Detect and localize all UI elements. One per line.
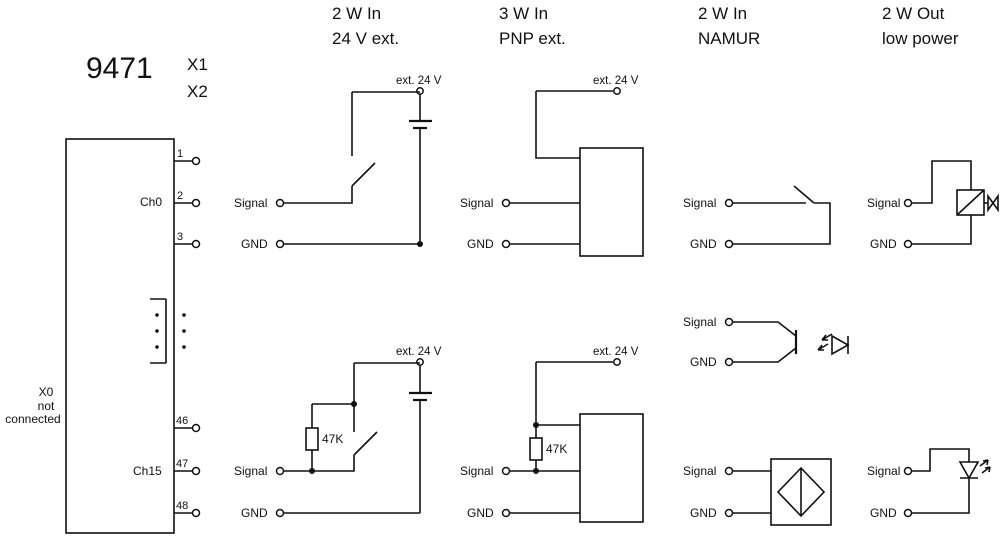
header-pnp-ext-line2: PNP ext. bbox=[499, 29, 566, 48]
svg-text:ext. 24 V: ext. 24 V bbox=[593, 346, 639, 358]
led-icon bbox=[958, 459, 991, 480]
svg-text:GND: GND bbox=[690, 506, 717, 520]
svg-text:46: 46 bbox=[176, 415, 188, 427]
svg-text:Signal: Signal bbox=[683, 315, 716, 329]
valve-icon bbox=[984, 193, 999, 213]
circuit-pnp-ext-bottom: ext. 24 V 47K Signal GND bbox=[460, 346, 644, 523]
pin-48: 48 bbox=[174, 500, 201, 518]
svg-text:1: 1 bbox=[177, 148, 183, 160]
header-24v-ext-line1: 2 W In bbox=[332, 4, 381, 23]
svg-text:GND: GND bbox=[690, 237, 717, 251]
circuit-24v-ext-top: ext. 24 V Signal GND bbox=[234, 75, 442, 251]
pin-gap-bracket bbox=[150, 298, 167, 364]
svg-text:GND: GND bbox=[690, 355, 717, 369]
circuit-namur-switch: Signal GND bbox=[683, 185, 831, 251]
header-low-power-line1: 2 W Out bbox=[882, 4, 945, 23]
pnp-sensor-box bbox=[579, 147, 644, 257]
header-namur-line1: 2 W In bbox=[698, 4, 747, 23]
circuit-24v-ext-bottom: ext. 24 V 47K Signal GND bbox=[234, 346, 442, 520]
circuit-low-power-valve: Signal GND bbox=[867, 160, 999, 251]
svg-text:Signal: Signal bbox=[683, 196, 716, 210]
ch0-label: Ch0 bbox=[140, 195, 162, 209]
proximity-sensor-icon bbox=[770, 458, 832, 526]
svg-text:GND: GND bbox=[241, 237, 268, 251]
svg-text:3: 3 bbox=[177, 231, 183, 243]
header-24v-ext-line2: 24 V ext. bbox=[332, 29, 399, 48]
svg-text:2: 2 bbox=[177, 190, 183, 202]
x0-note-line2: not bbox=[38, 399, 55, 413]
pin-3: 3 bbox=[174, 231, 201, 249]
svg-text:Signal: Signal bbox=[683, 464, 716, 478]
pin-47: 47 Ch15 bbox=[133, 458, 201, 478]
module-number: 9471 bbox=[86, 52, 153, 85]
svg-text:GND: GND bbox=[241, 506, 268, 520]
circuit-low-power-led: Signal GND bbox=[867, 448, 991, 520]
svg-text:GND: GND bbox=[467, 237, 494, 251]
x0-note-line3: connected bbox=[5, 412, 60, 426]
header-namur-line2: NAMUR bbox=[698, 29, 760, 48]
svg-text:ext. 24 V: ext. 24 V bbox=[593, 75, 639, 87]
column-headers: 2 W In 24 V ext. 3 W In PNP ext. 2 W In … bbox=[332, 4, 959, 48]
circuit-namur-proximity: Signal GND bbox=[683, 458, 832, 526]
connector-x2: X2 bbox=[187, 82, 208, 101]
module-body bbox=[65, 138, 175, 534]
svg-text:Signal: Signal bbox=[234, 464, 267, 478]
header-pnp-ext-line1: 3 W In bbox=[499, 4, 548, 23]
svg-text:48: 48 bbox=[176, 500, 188, 512]
resistor-47k-2 bbox=[529, 437, 543, 461]
x0-note-line1: X0 bbox=[39, 385, 54, 399]
ext24-label: ext. 24 V bbox=[396, 75, 442, 87]
circuit-pnp-ext-top: ext. 24 V Signal GND bbox=[460, 75, 644, 257]
pin-2: 2 Ch0 bbox=[140, 190, 201, 209]
ch15-label: Ch15 bbox=[133, 464, 162, 478]
resistor-47k bbox=[305, 427, 319, 451]
connector-x1: X1 bbox=[187, 55, 208, 74]
svg-text:GND: GND bbox=[870, 237, 897, 251]
module-block: 9471 X1 X2 X0 not connected 1 2 Ch0 3 bbox=[5, 52, 208, 534]
header-low-power-line2: low power bbox=[882, 29, 959, 48]
svg-text:Signal: Signal bbox=[234, 196, 267, 210]
svg-text:Signal: Signal bbox=[460, 196, 493, 210]
svg-text:Signal: Signal bbox=[867, 464, 900, 478]
svg-text:GND: GND bbox=[870, 506, 897, 520]
svg-text:47K: 47K bbox=[322, 432, 343, 446]
svg-text:47K: 47K bbox=[546, 442, 567, 456]
pnp-sensor-box-2 bbox=[579, 413, 644, 523]
pin-1: 1 bbox=[174, 148, 201, 166]
pin-46: 46 bbox=[174, 415, 201, 433]
led-light-icon bbox=[817, 333, 850, 356]
svg-text:ext. 24 V: ext. 24 V bbox=[396, 346, 442, 358]
svg-text:47: 47 bbox=[176, 458, 188, 470]
circuit-namur-optocoupler: Signal GND bbox=[683, 315, 850, 369]
svg-text:Signal: Signal bbox=[460, 464, 493, 478]
svg-text:Signal: Signal bbox=[867, 196, 900, 210]
svg-text:GND: GND bbox=[467, 506, 494, 520]
